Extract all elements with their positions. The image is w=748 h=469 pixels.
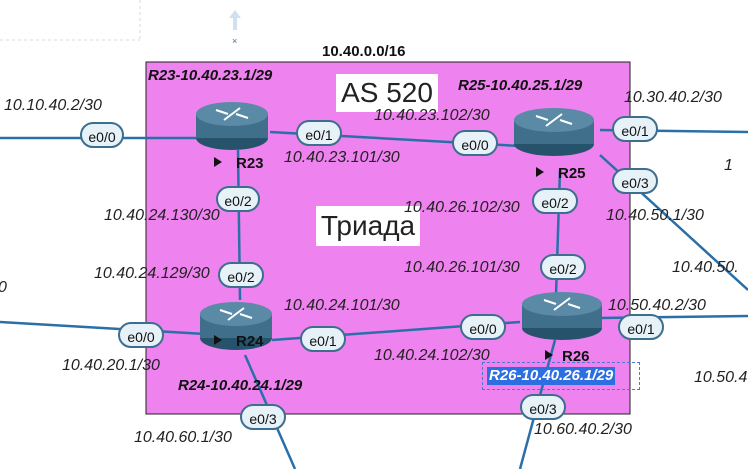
r26-name: R26	[562, 348, 590, 365]
port-r24-e00[interactable]: e0/0	[118, 322, 164, 348]
as-label: AS 520	[336, 74, 438, 112]
port-r26-e02[interactable]: e0/2	[540, 254, 586, 280]
port-r23-e01[interactable]: e0/1	[296, 120, 342, 146]
port-r26-e01[interactable]: e0/1	[618, 314, 664, 340]
addr-10-40-20-1: 10.40.20.1/30	[62, 357, 160, 374]
port-r23-e02[interactable]: e0/2	[216, 186, 260, 212]
addr-right-partial: 1	[724, 157, 733, 174]
router-r23-icon[interactable]	[196, 102, 268, 150]
r23-name: R23	[236, 155, 264, 172]
run-icon-r23	[214, 157, 222, 167]
r25-name: R25	[558, 165, 586, 182]
port-r25-e03[interactable]: e0/3	[612, 168, 658, 194]
arrow-up-icon: ×	[229, 10, 241, 46]
port-r25-e00[interactable]: e0/0	[452, 130, 498, 156]
svg-text:×: ×	[232, 36, 237, 46]
addr-10-40-26-102: 10.40.26.102/30	[404, 199, 520, 216]
port-r24-e01[interactable]: e0/1	[300, 326, 346, 352]
addr-10-40-24-130: 10.40.24.130/30	[104, 207, 220, 224]
router-r25-icon[interactable]	[514, 108, 594, 156]
r24-title: R24-10.40.24.1/29	[178, 377, 303, 394]
run-icon-r26	[545, 350, 553, 360]
port-r23-e00[interactable]: e0/0	[80, 122, 124, 148]
router-r24-icon[interactable]	[200, 302, 272, 350]
addr-10-10-40-2: 10.10.40.2/30	[4, 97, 102, 114]
addr-10-40-24-102: 10.40.24.102/30	[374, 347, 490, 364]
r23-title: R23-10.40.23.1/29	[148, 67, 273, 84]
addr-10-30-40-2: 10.30.40.2/30	[624, 89, 722, 106]
port-r26-e03[interactable]: e0/3	[520, 394, 566, 420]
addr-10-40-50-1: 10.40.50.1/30	[606, 207, 704, 224]
r26-title-selected[interactable]: R26-10.40.26.1/29	[482, 362, 640, 390]
link-r24-external	[0, 320, 206, 336]
run-icon-r24	[214, 335, 222, 345]
port-r25-e01[interactable]: e0/1	[612, 116, 658, 142]
r24-name: R24	[236, 333, 264, 350]
r25-title: R25-10.40.25.1/29	[458, 77, 583, 94]
port-r25-e02[interactable]: e0/2	[532, 188, 578, 214]
port-r24-e03[interactable]: e0/3	[240, 404, 286, 430]
port-r26-e00[interactable]: e0/0	[460, 314, 506, 340]
addr-10-40-50-partial: 10.40.50.	[672, 259, 739, 276]
network-label: 10.40.0.0/16	[322, 43, 406, 60]
area-label: Триада	[316, 206, 420, 246]
addr-10-50-40-2: 10.50.40.2/30	[608, 297, 706, 314]
addr-10-40-26-101: 10.40.26.101/30	[404, 259, 520, 276]
r26-title: R26-10.40.26.1/29	[487, 367, 616, 385]
router-r26-icon[interactable]	[522, 292, 602, 340]
addr-10-40-24-101: 10.40.24.101/30	[284, 297, 400, 314]
addr-10-40-23-101: 10.40.23.101/30	[284, 149, 400, 166]
addr-10-50-4-partial: 10.50.4	[694, 369, 748, 386]
addr-10-40-60-1: 10.40.60.1/30	[134, 429, 232, 446]
run-icon-r25	[536, 167, 544, 177]
port-r24-e02[interactable]: e0/2	[218, 262, 264, 288]
addr-10-60-40-2: 10.60.40.2/30	[534, 421, 632, 438]
addr-10-40-24-129: 10.40.24.129/30	[94, 265, 210, 282]
addr-left-partial: 0	[0, 280, 7, 296]
addr-10-40-23-102: 10.40.23.102/30	[374, 107, 490, 124]
